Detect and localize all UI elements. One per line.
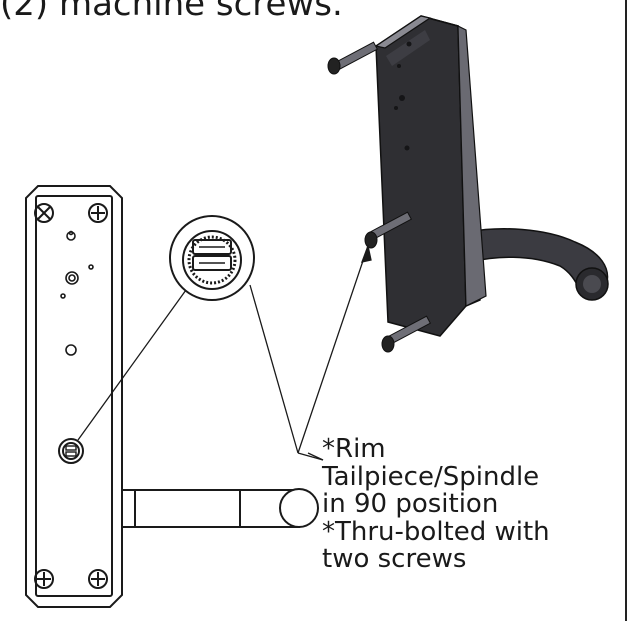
- detail-circle: [169, 215, 255, 301]
- front-plate-outline: [25, 185, 123, 608]
- detail-leader-right: [249, 284, 299, 454]
- front-plate-inner: [35, 195, 113, 597]
- callout-line-4: *Thru-bolted with: [322, 516, 550, 547]
- front-view-drawing: [25, 185, 319, 608]
- iso-screw-top: [327, 41, 378, 75]
- screw-bottom-left: [34, 569, 54, 589]
- detail-leader-left: [77, 289, 187, 441]
- isometric-lock-body-drawing: [327, 15, 609, 353]
- spindle-hole: [58, 438, 84, 464]
- screw-top-right: [88, 203, 108, 223]
- iso-screw-middle: [364, 211, 412, 249]
- iso-body-front: [375, 15, 467, 337]
- detail-spindle-bottom: [192, 255, 232, 271]
- callout-line-1: *Rim: [322, 434, 386, 464]
- callout-line-3: in 90 position: [322, 489, 499, 519]
- iso-body-top: [374, 15, 432, 49]
- callout-leaders: [297, 243, 372, 461]
- screw-top-left: [34, 203, 54, 223]
- callout-line-2: Tailpiece/Spindle: [322, 461, 540, 492]
- callout-line-5: two screws: [322, 544, 467, 574]
- heading-text: (2) machine screws.: [0, 0, 343, 24]
- spindle-detail-drawing: [77, 215, 299, 454]
- screw-bottom-right: [88, 569, 108, 589]
- front-plate-holes: [60, 230, 94, 356]
- front-lever: [122, 488, 319, 528]
- callout-text: *Rim Tailpiece/Spindle in 90 position *T…: [322, 434, 550, 574]
- lever-end-cap: [279, 488, 319, 528]
- detail-spindle-top: [192, 239, 232, 255]
- iso-screw-bottom: [381, 315, 431, 353]
- iso-holes: [394, 41, 412, 151]
